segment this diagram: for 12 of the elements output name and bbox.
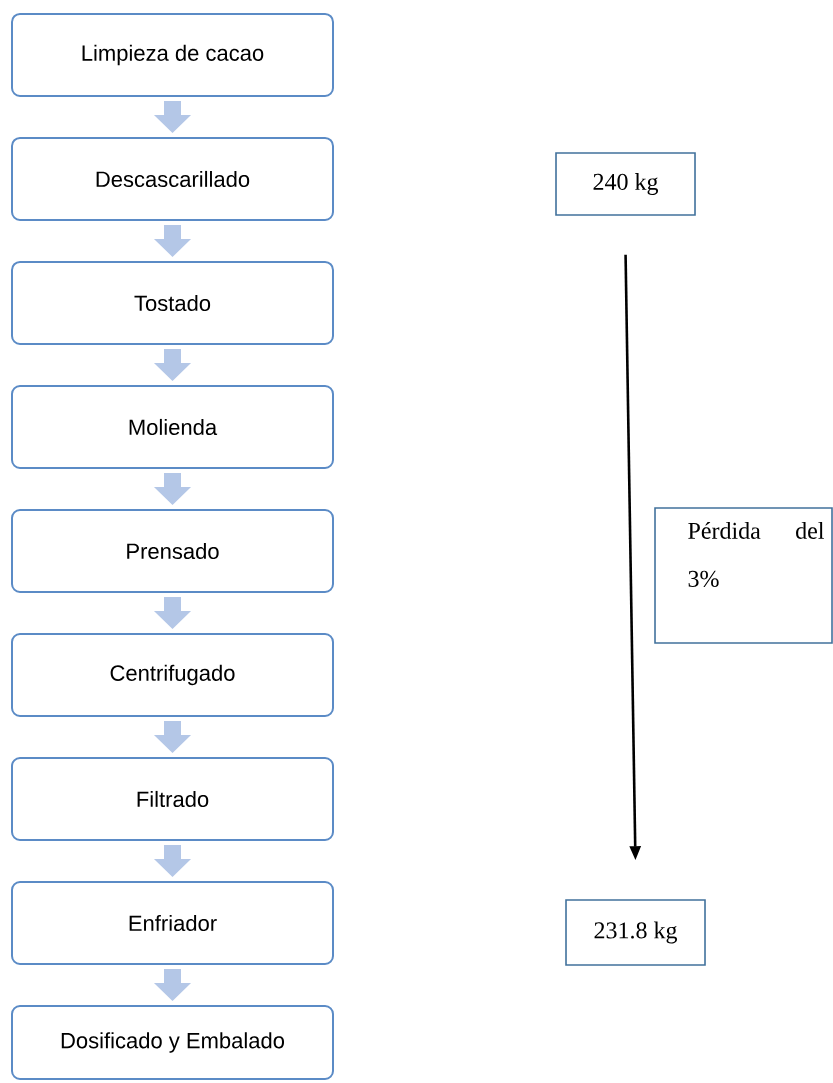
value-box: 231.8 kg: [565, 899, 706, 966]
process-box: Filtrado: [11, 757, 334, 841]
process-box: Enfriador: [11, 881, 334, 965]
process-box: Tostado: [11, 261, 334, 345]
process-box: Dosificado y Embalado: [11, 1005, 334, 1080]
process-box: Descascarillado: [11, 137, 334, 221]
process-box: Centrifugado: [11, 633, 334, 717]
process-box: Limpieza de cacao: [11, 13, 334, 97]
note-box: Pérdida del 3%: [654, 507, 833, 644]
process-box: Molienda: [11, 385, 334, 469]
process-box: Prensado: [11, 509, 334, 593]
value-box: 240 kg: [555, 152, 696, 216]
